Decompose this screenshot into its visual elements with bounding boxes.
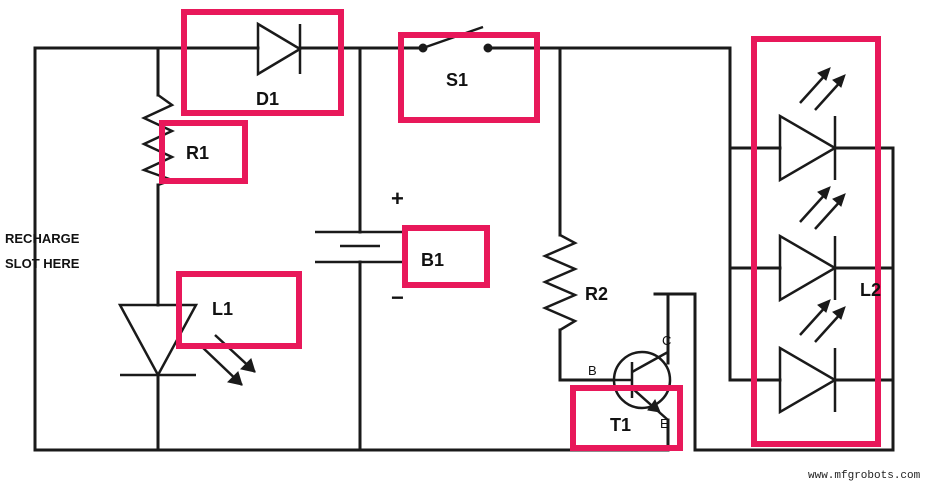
highlight-l2 <box>751 36 881 447</box>
highlight-s1 <box>398 32 540 123</box>
transistor-t1-symbol <box>612 350 672 421</box>
b1-label: B1 <box>421 250 444 270</box>
resistor-r1-symbol <box>140 93 176 187</box>
pin-e-label: E <box>660 416 669 431</box>
l2-label: L2 <box>860 280 881 300</box>
battery-minus-label: − <box>391 285 404 310</box>
led-l2-array-symbol <box>778 67 846 415</box>
pin-b-label: B <box>588 363 597 378</box>
resistor-r2-symbol <box>541 233 579 332</box>
d1-label: D1 <box>256 89 279 109</box>
highlight-t1 <box>570 385 683 451</box>
r1-label: R1 <box>186 143 209 163</box>
switch-s1-symbol <box>418 25 493 53</box>
labels: RECHARGE SLOT HERE D1 R1 S1 B1 + − L1 R2… <box>5 70 881 435</box>
highlight-l1 <box>176 271 302 349</box>
highlight-r1 <box>159 120 248 184</box>
highlight-b1 <box>402 225 490 288</box>
battery-b1-symbol <box>315 230 405 264</box>
r2-label: R2 <box>585 284 608 304</box>
t1-label: T1 <box>610 415 631 435</box>
wires <box>33 46 895 452</box>
diode-d1-symbol <box>238 21 303 77</box>
l1-label: L1 <box>212 299 233 319</box>
recharge-slot-label-line2: SLOT HERE <box>5 256 80 271</box>
watermark: www.mfgrobots.com <box>808 470 921 482</box>
recharge-slot-label-line1: RECHARGE <box>5 231 80 246</box>
highlight-d1 <box>181 9 344 116</box>
battery-plus-label: + <box>391 186 404 211</box>
highlight-boxes <box>159 9 881 451</box>
s1-label: S1 <box>446 70 468 90</box>
pin-c-label: C <box>662 333 671 348</box>
